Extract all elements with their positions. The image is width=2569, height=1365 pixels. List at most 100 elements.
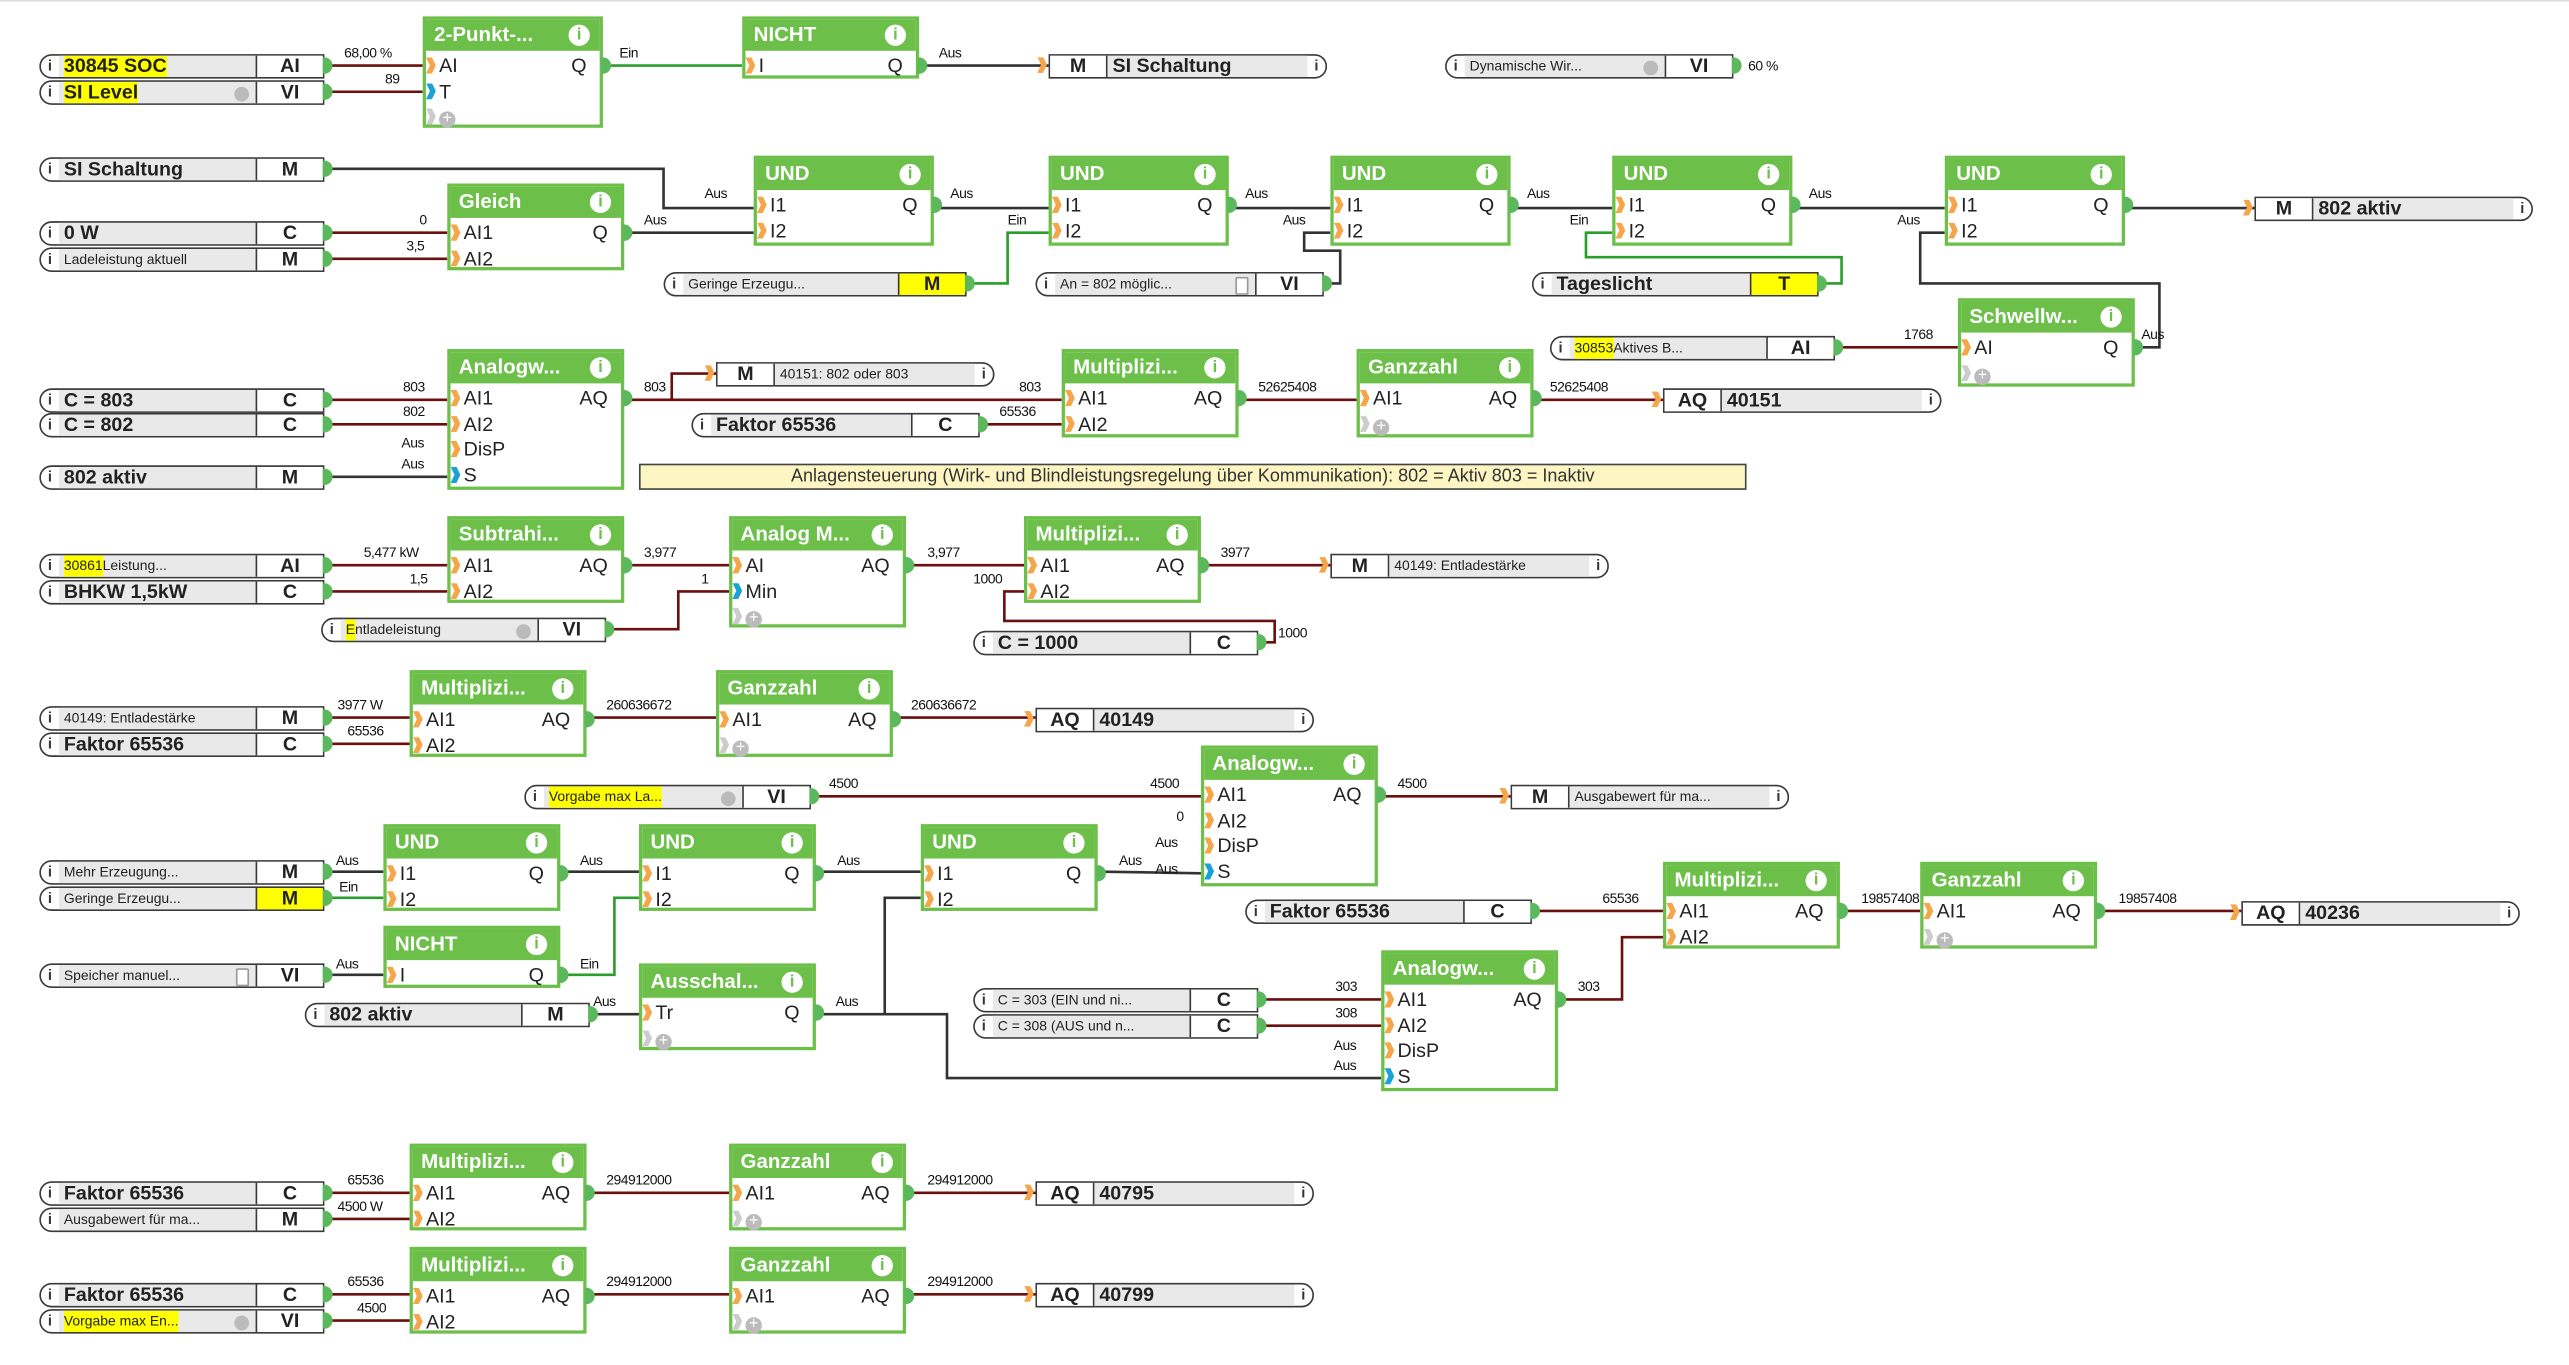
info-icon[interactable]: i: [1758, 163, 1780, 186]
output-nub[interactable]: [584, 1184, 595, 1201]
block-header[interactable]: Multiplizi...i: [1666, 865, 1837, 897]
info-icon[interactable]: i: [47, 734, 53, 752]
info-icon[interactable]: i: [47, 582, 53, 599]
block-header[interactable]: Multiplizi...i: [412, 1146, 584, 1179]
info-icon[interactable]: i: [1558, 338, 1563, 355]
info-icon[interactable]: i: [47, 556, 53, 573]
block-input-port[interactable]: AI1: [412, 708, 456, 731]
block-header[interactable]: Multiplizi...i: [412, 1250, 584, 1282]
block-output-port[interactable]: Q: [2093, 193, 2134, 216]
info-icon[interactable]: i: [1194, 163, 1216, 186]
output-nub[interactable]: [1236, 389, 1247, 407]
block-output-port[interactable]: AQ: [542, 1285, 595, 1307]
block-output-port[interactable]: Q: [784, 1001, 825, 1024]
output-port[interactable]: [322, 862, 333, 880]
output-nub[interactable]: [904, 557, 915, 574]
output-nub[interactable]: [601, 57, 612, 74]
output-port[interactable]: [322, 888, 333, 906]
info-icon[interactable]: i: [1805, 869, 1827, 892]
info-icon[interactable]: i: [981, 364, 986, 381]
block-input-port[interactable]: AI1: [450, 554, 493, 577]
info-icon[interactable]: i: [871, 1255, 893, 1277]
info-icon[interactable]: i: [47, 1311, 53, 1328]
add-input-icon[interactable]: +: [745, 611, 762, 628]
wire[interactable]: [1558, 935, 1663, 1001]
block-input-port[interactable]: I2: [642, 887, 672, 910]
block-output-port[interactable]: AQ: [861, 1285, 915, 1307]
output-nub[interactable]: [932, 196, 943, 213]
block-header[interactable]: Subtrahi...i: [450, 519, 621, 551]
block-input-port[interactable]: AI: [732, 554, 764, 577]
add-input-icon[interactable]: +: [732, 739, 749, 757]
output-nub[interactable]: [917, 57, 928, 74]
info-icon[interactable]: i: [899, 163, 921, 186]
block-input-port[interactable]: +: [732, 1207, 762, 1230]
output-nub[interactable]: [1096, 865, 1106, 882]
info-icon[interactable]: i: [47, 1209, 53, 1227]
output-nub[interactable]: [622, 557, 633, 574]
block-input-port[interactable]: I2: [1948, 219, 1978, 242]
add-input-icon[interactable]: +: [745, 1213, 762, 1230]
output-port[interactable]: [1256, 1016, 1267, 1034]
info-icon[interactable]: i: [47, 862, 53, 880]
block-input-port[interactable]: AI1: [732, 1285, 775, 1307]
block-output-port[interactable]: Q: [529, 862, 569, 885]
info-icon[interactable]: i: [2062, 869, 2085, 892]
wire[interactable]: [1302, 231, 1342, 285]
output-nub[interactable]: [1531, 389, 1542, 407]
output-port[interactable]: [322, 1183, 333, 1201]
block-output-port[interactable]: AQ: [1795, 899, 1849, 922]
block-header[interactable]: 2-Punkt-...i: [425, 19, 600, 51]
block-input-port[interactable]: AI1: [1923, 899, 1966, 922]
block-input-port[interactable]: AI2: [1666, 925, 1709, 948]
wire[interactable]: [1584, 231, 1843, 285]
block-input-port[interactable]: S: [1204, 860, 1230, 883]
output-nub[interactable]: [2123, 196, 2134, 213]
info-icon[interactable]: i: [589, 191, 612, 213]
output-port[interactable]: [1731, 56, 1742, 73]
block-input-port[interactable]: +: [1923, 925, 1953, 948]
more-icon[interactable]: [234, 1314, 250, 1330]
block-input-port[interactable]: I2: [386, 887, 416, 910]
info-icon[interactable]: i: [981, 633, 986, 650]
wire[interactable]: [1100, 870, 1201, 875]
info-icon[interactable]: i: [552, 678, 574, 700]
info-icon[interactable]: i: [1776, 787, 1781, 804]
block-input-port[interactable]: +: [732, 605, 762, 628]
block-header[interactable]: Analogw...i: [1384, 953, 1555, 985]
info-icon[interactable]: i: [884, 24, 907, 46]
info-icon[interactable]: i: [47, 1285, 53, 1302]
info-icon[interactable]: i: [2100, 306, 2122, 328]
wire[interactable]: [966, 231, 1049, 285]
info-icon[interactable]: i: [2090, 163, 2112, 186]
add-input-icon[interactable]: +: [1372, 418, 1390, 436]
block-header[interactable]: Ausschal...i: [642, 966, 813, 998]
